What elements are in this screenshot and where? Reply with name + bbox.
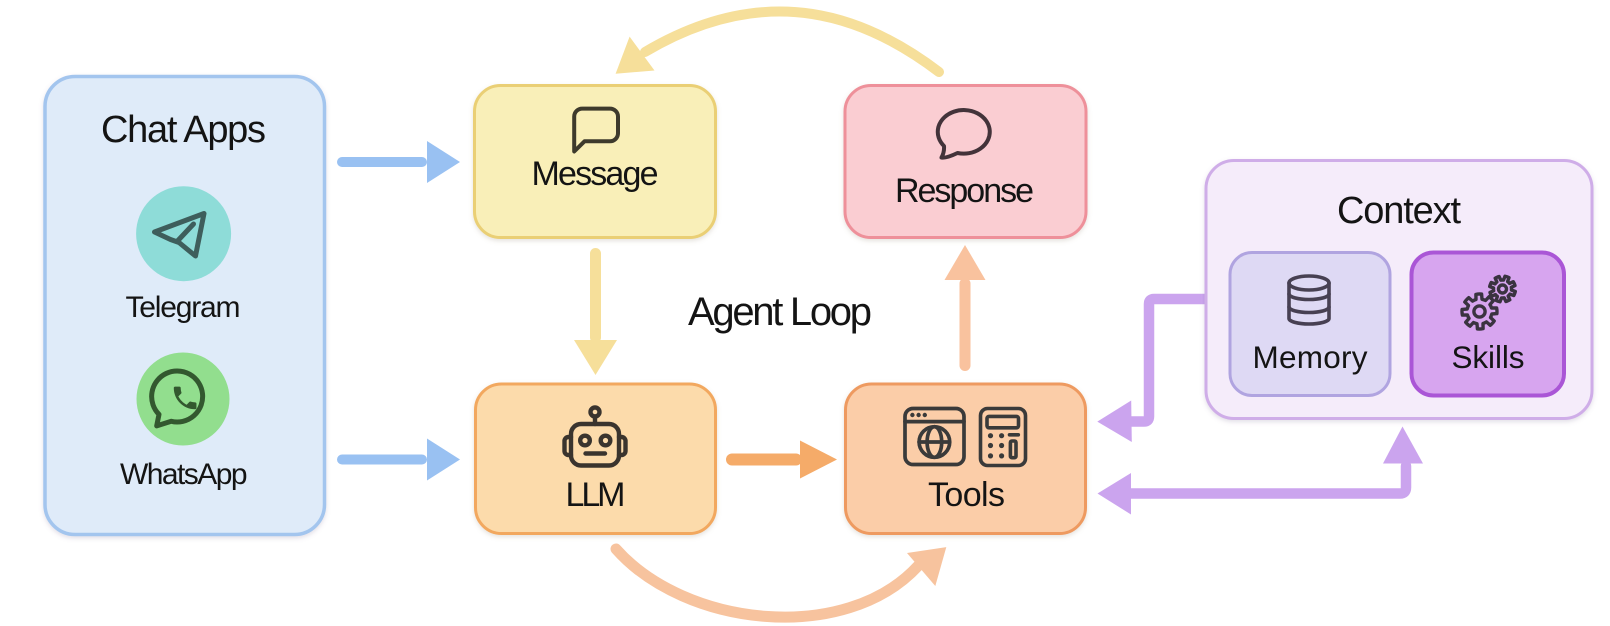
svg-text:WhatsApp: WhatsApp	[120, 458, 248, 491]
svg-text:Chat Apps: Chat Apps	[101, 109, 266, 151]
svg-text:Telegram: Telegram	[126, 291, 241, 324]
svg-text:Response: Response	[895, 172, 1034, 210]
svg-text:Context: Context	[1337, 190, 1461, 232]
svg-text:Message: Message	[532, 155, 659, 193]
svg-text:Skills: Skills	[1452, 339, 1525, 375]
svg-text:LLM: LLM	[566, 476, 626, 514]
svg-text:Tools: Tools	[928, 476, 1005, 514]
svg-text:Agent Loop: Agent Loop	[688, 290, 872, 334]
svg-text:Memory: Memory	[1253, 339, 1368, 375]
